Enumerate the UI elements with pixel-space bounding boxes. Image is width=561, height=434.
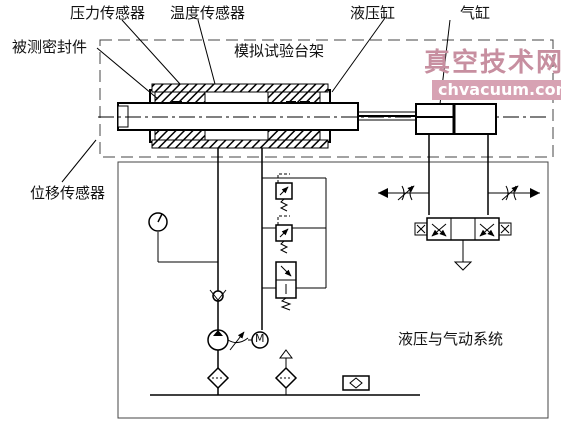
hydraulic-cylinder-label: 液压缸 bbox=[350, 4, 396, 22]
relief-valve-lower bbox=[275, 215, 293, 254]
filter bbox=[206, 366, 230, 390]
air-cylinder-body bbox=[415, 103, 497, 215]
pneumatic-directional-valve bbox=[414, 217, 512, 271]
electric-motor bbox=[248, 331, 269, 349]
relief-valve-upper bbox=[275, 173, 293, 212]
displacement-sensor-label: 位移传感器 bbox=[30, 184, 106, 202]
hydraulic-directional-valve bbox=[275, 261, 297, 311]
pressure-gauge bbox=[148, 212, 168, 262]
leader-lines bbox=[61, 17, 451, 183]
motor-symbol-label: M bbox=[255, 332, 265, 345]
fluid-system-label: 液压与气动系统 bbox=[398, 330, 504, 348]
air-source-filter bbox=[274, 349, 298, 395]
check-valve bbox=[209, 289, 227, 302]
watermark-title: 真空技术网 bbox=[424, 48, 561, 78]
fluid-system-boundary bbox=[117, 161, 549, 419]
temperature-sensor-label: 温度传感器 bbox=[170, 4, 246, 22]
tested-seal-label: 被测密封件 bbox=[12, 38, 88, 56]
flow-control-valve-right bbox=[488, 185, 540, 201]
watermark-url: chvacuum.com bbox=[432, 80, 561, 100]
air-cylinder-label: 气缸 bbox=[460, 4, 491, 22]
flow-control-valve-left bbox=[378, 185, 429, 201]
hydraulic-lines bbox=[150, 148, 420, 396]
test-rig-label: 模拟试验台架 bbox=[234, 42, 325, 60]
pressure-sensor-label: 压力传感器 bbox=[70, 4, 146, 22]
reservoir bbox=[342, 375, 370, 391]
hydraulic-pump bbox=[207, 329, 249, 351]
